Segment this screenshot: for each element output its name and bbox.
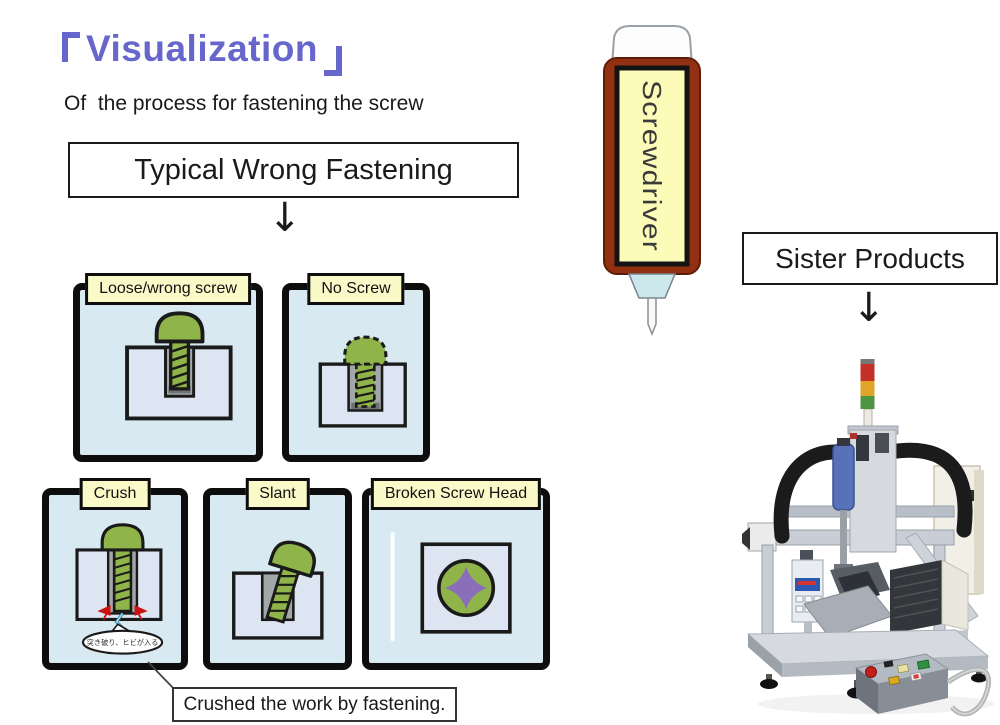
crush-bubble-text: 突き破り、ヒビが入る xyxy=(86,638,158,647)
sister-products-box: Sister Products xyxy=(742,232,998,285)
subtitle: Of the process for fastening the screw xyxy=(64,92,424,115)
slant-screw-illustration xyxy=(231,540,324,640)
footer-note-box: Crushed the work by fastening. xyxy=(172,687,457,722)
crush-illustration: 突き破り、ヒビが入る xyxy=(75,523,163,655)
panel-label-crush: Crush xyxy=(79,478,151,510)
screwdriver-illustration: Screwdriver xyxy=(603,25,701,337)
typical-wrong-fastening-box: Typical Wrong Fastening xyxy=(68,142,519,198)
panel-label-loose-wrong-screw: Loose/wrong screw xyxy=(85,273,251,305)
loose-screw-illustration xyxy=(124,311,233,421)
flow-arrow-down-right: ↓ xyxy=(852,285,886,331)
title-bracket-open-icon xyxy=(62,32,80,62)
panel-loose-wrong-screw: Loose/wrong screw xyxy=(73,273,263,462)
flow-arrow-down-left: ↓ xyxy=(268,195,302,241)
panel-label-slant: Slant xyxy=(245,478,310,510)
panel-label-broken-screw-head: Broken Screw Head xyxy=(370,478,542,510)
no-screw-illustration xyxy=(318,335,407,428)
screwdriver-label: Screwdriver xyxy=(637,80,667,252)
main-title: Visualization xyxy=(62,28,342,76)
sister-product-machine-image xyxy=(742,359,994,717)
title-word: Visualization xyxy=(86,28,318,69)
panel-broken-screw-head: Broken Screw Head xyxy=(362,478,550,670)
panel-label-no-screw: No Screw xyxy=(307,273,405,305)
panel-slant: Slant xyxy=(203,478,352,670)
panel-no-screw: No Screw xyxy=(282,273,430,462)
broken-screw-head-illustration xyxy=(391,532,513,641)
panel-crush: Crush 突き破り、ヒビが入る xyxy=(42,478,188,670)
title-bracket-close-icon xyxy=(324,46,342,76)
